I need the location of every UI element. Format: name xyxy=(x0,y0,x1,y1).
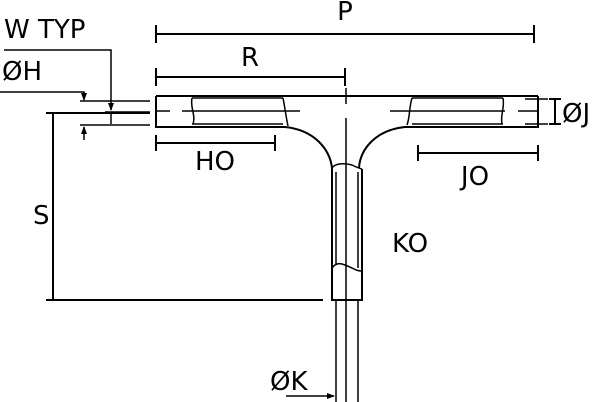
tube-body xyxy=(155,88,539,402)
label-s: S xyxy=(33,201,50,231)
label-w-typ: W TYP xyxy=(4,15,85,45)
dimension-w-h: W TYP ØH xyxy=(0,15,150,140)
label-dia-h: ØH xyxy=(2,57,42,87)
label-ko: KO xyxy=(392,229,428,259)
dimension-p: P xyxy=(155,0,535,43)
dimension-jo: JO xyxy=(417,145,539,192)
label-dia-j: ØJ xyxy=(562,99,590,129)
label-dia-k: ØK xyxy=(270,367,308,397)
label-ho: HO xyxy=(195,147,235,177)
label-r: R xyxy=(241,43,259,73)
label-p: P xyxy=(337,0,353,27)
dimension-dia-j: ØJ xyxy=(525,98,590,129)
label-jo: JO xyxy=(459,162,489,192)
dimension-s: S xyxy=(33,112,323,301)
dimension-r: R xyxy=(155,43,346,86)
dimension-ho: HO xyxy=(155,135,276,177)
dimension-dia-k: ØK xyxy=(270,367,335,399)
tube-stem: KO xyxy=(331,163,428,402)
